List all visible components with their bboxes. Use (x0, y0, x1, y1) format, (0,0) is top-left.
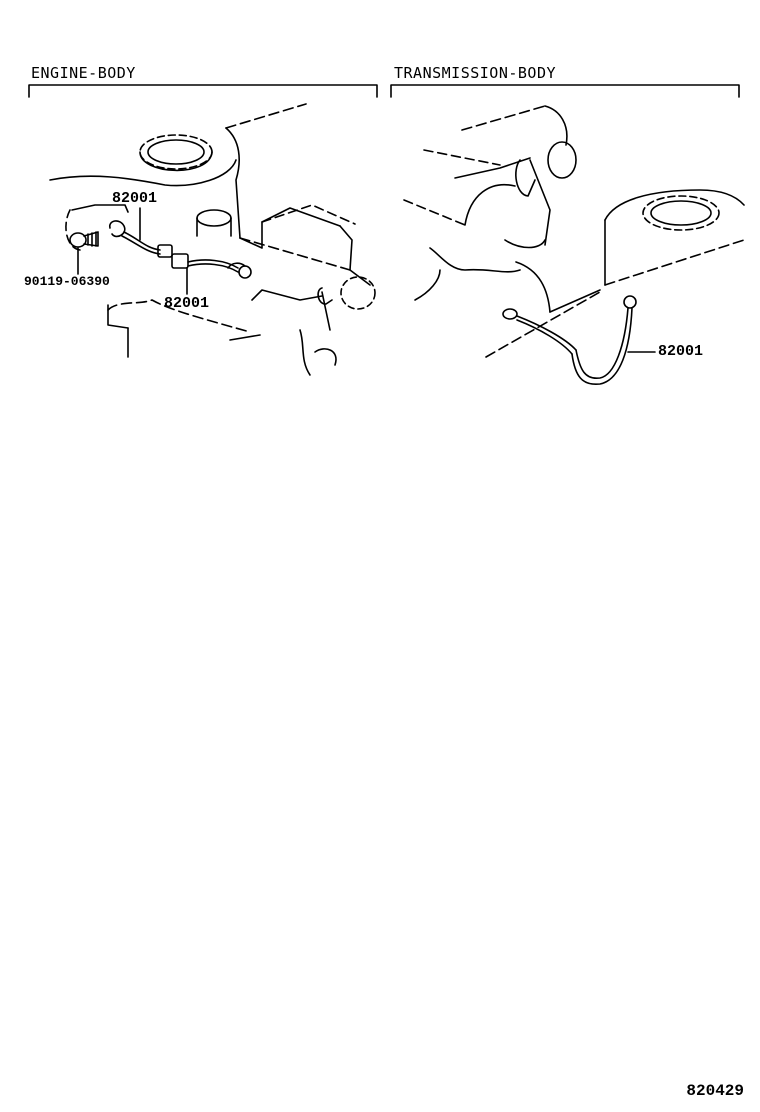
transmission-body-bracket (390, 84, 740, 98)
transmission-ground-strap (502, 295, 637, 385)
engine-body-title: ENGINE-BODY (31, 64, 136, 82)
bolt-icon (69, 231, 99, 248)
engine-body-bracket (28, 84, 378, 98)
engine-ground-strap (109, 220, 252, 279)
callout-82001-upper: 82001 (112, 190, 158, 207)
callout-90119-06390: 90119-06390 (24, 274, 110, 289)
transmission-outline (403, 105, 745, 358)
diagram-number: 820429 (686, 1082, 744, 1100)
transmission-body-title: TRANSMISSION-BODY (394, 64, 557, 82)
callout-82001-right: 82001 (658, 343, 704, 360)
callout-82001-lower: 82001 (164, 295, 210, 312)
engine-block-outline (49, 103, 376, 376)
